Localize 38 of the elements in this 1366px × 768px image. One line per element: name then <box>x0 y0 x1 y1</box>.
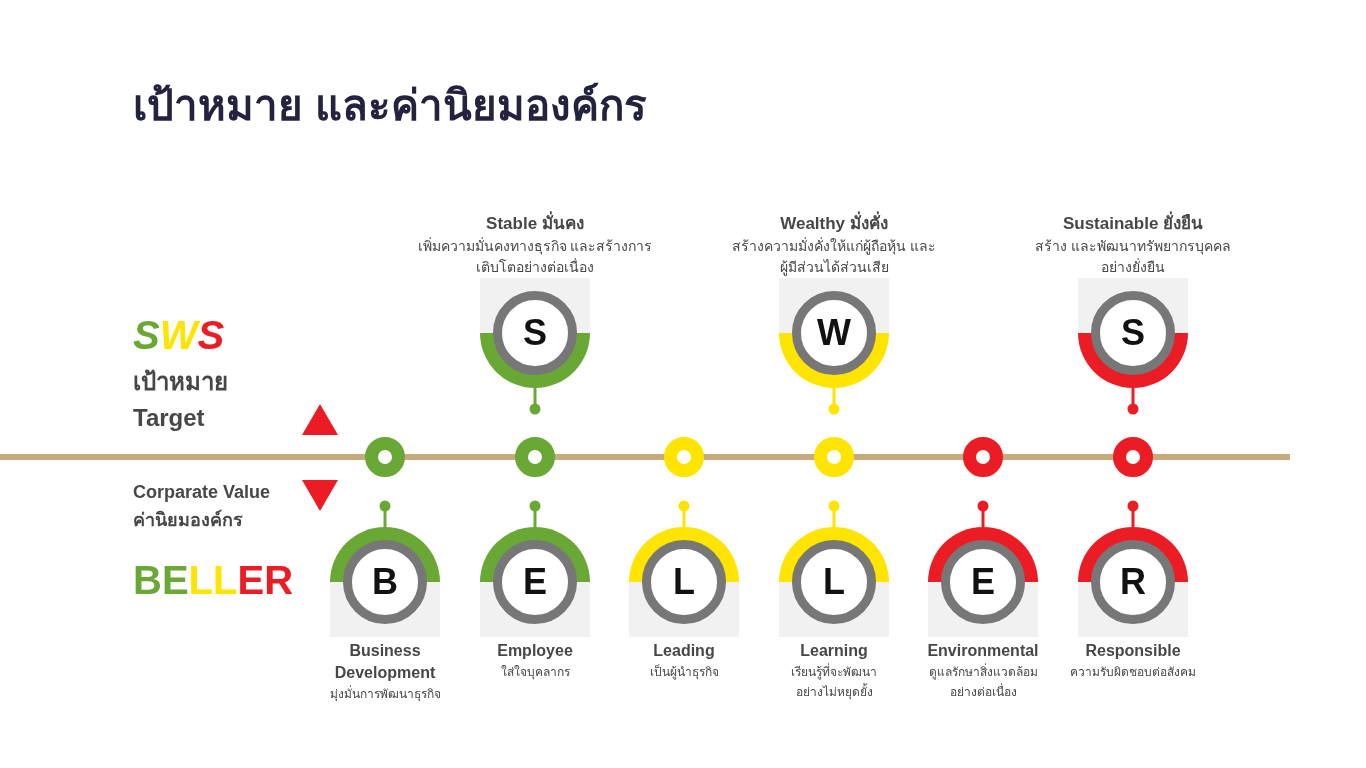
goal-description: สร้าง และพัฒนาทรัพยากรบุคคล อย่างยั่งยืน <box>1034 237 1232 277</box>
timeline-marker <box>814 437 854 477</box>
value-heading: Leading <box>652 641 716 661</box>
value-heading: Responsible <box>1084 641 1182 661</box>
goal-description: สร้างความมั่งคั่งให้แก่ผู้ถือหุ้น และ ผู้มีส่วนได้ส่วนเสีย <box>731 236 937 278</box>
acronym-heading: BELLER <box>133 557 294 604</box>
ring-letter: B <box>372 562 398 602</box>
ring-letter: S <box>1121 313 1145 353</box>
ring-letter: L <box>673 562 695 602</box>
value-description: ความรับผิดชอบต่อสังคม <box>1069 664 1197 681</box>
value-heading: Employee <box>496 641 574 661</box>
timeline-marker <box>515 437 555 477</box>
page-title: เป้าหมาย และค่านิยมองค์กร <box>133 81 647 131</box>
ring-letter: E <box>523 562 547 602</box>
value-heading: Business Development <box>333 641 437 683</box>
ring-letter: E <box>971 562 995 602</box>
goal-description: เพิ่มความมั่นคงทางธุรกิจ และสร้างการ เติบโตอย่างต่อเนื่อง <box>416 236 654 277</box>
ring-letter: W <box>817 313 851 353</box>
timeline-marker <box>365 437 405 477</box>
acronym-heading: SWS <box>133 312 225 359</box>
value-description: เป็นผู้นำธุรกิจ <box>648 663 720 682</box>
value-heading: Environmental <box>926 641 1040 661</box>
value-description: ดูแลรักษาสิ่งแวดล้อม อย่างต่อเนื่อง <box>927 662 1039 701</box>
value-description: เรียนรู้ที่จะพัฒนา อย่างไม่หยุดยั้ง <box>790 662 878 702</box>
ring-letter: S <box>523 313 547 353</box>
section-label: Corparate Value ค่านิยมองค์กร <box>133 481 272 532</box>
goal-heading: Stable มั่นคง <box>485 212 585 236</box>
goal-heading: Sustainable ยั่งยืน <box>1061 212 1205 236</box>
goal-heading: Wealthy มั่งคั่ง <box>779 212 889 236</box>
timeline-marker <box>963 437 1003 477</box>
timeline-marker <box>664 437 704 477</box>
section-label: เป้าหมาย Target <box>133 367 229 433</box>
ring-letter: L <box>823 562 845 602</box>
value-heading: Learning <box>799 641 869 661</box>
value-description: ใส่ใจบุคลากร <box>499 664 571 682</box>
value-description: มุ่งมั่นการพัฒนาธุรกิจ <box>328 684 442 704</box>
timeline-marker <box>1113 437 1153 477</box>
ring-letter: R <box>1120 562 1146 602</box>
